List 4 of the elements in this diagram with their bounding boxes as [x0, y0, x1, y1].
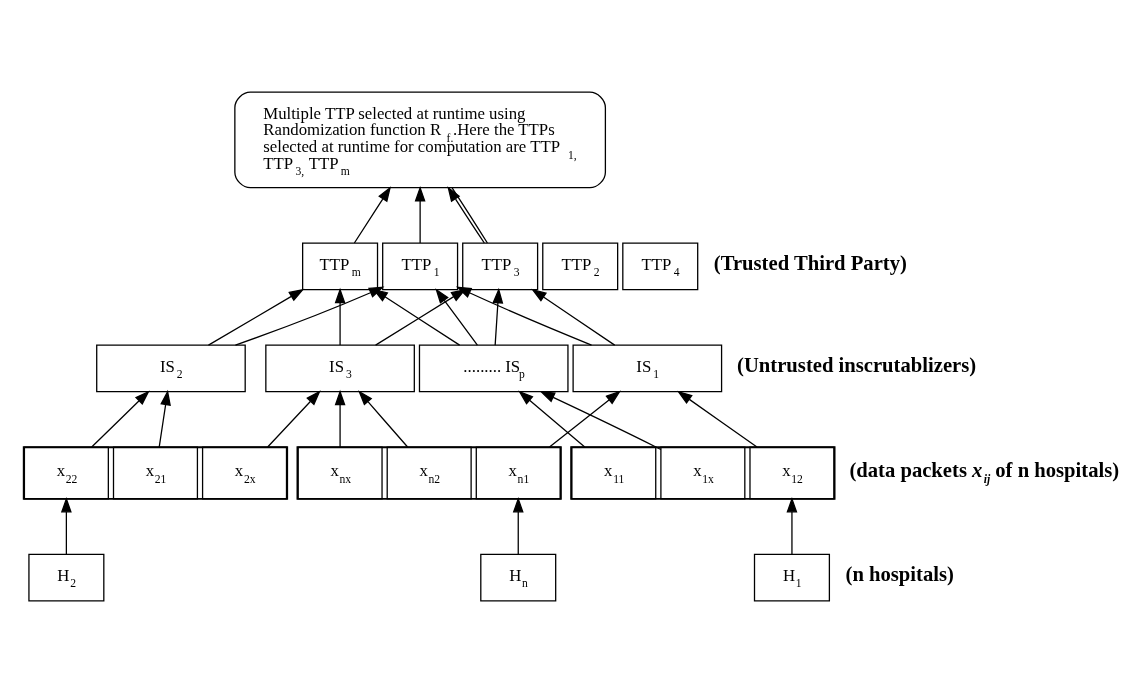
- label: (Untrusted inscrutablizers): [737, 353, 977, 376]
- label: (n hospitals): [845, 562, 954, 585]
- label: (data packets x$_{ij}$ of n hospitals): [849, 458, 1120, 486]
- label: (Trusted Third Party): [713, 251, 907, 274]
